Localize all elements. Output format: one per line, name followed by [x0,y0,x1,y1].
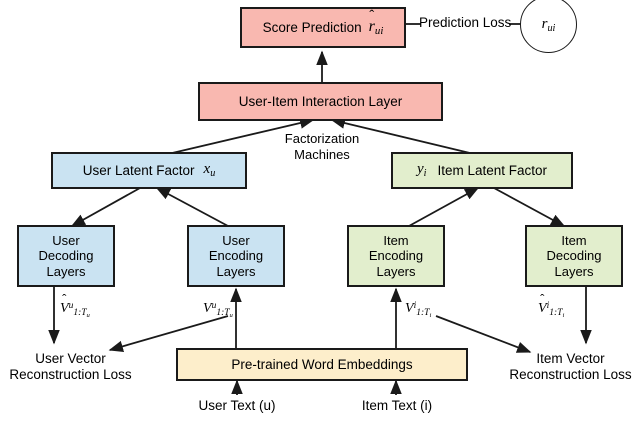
user-vector-loss-line1: User Vector [35,351,106,366]
item-vector-reconstruction-loss-label: Item Vector Reconstruction Loss [500,351,640,384]
node-word-embeddings[interactable]: Pre-trained Word Embeddings [176,348,468,381]
node-ground-truth-rating[interactable]: rui [520,0,577,53]
prediction-loss-label: Prediction Loss [419,15,512,30]
factorization-machines-line2: Machines [294,146,350,162]
node-user-decoding-layers[interactable]: User Decoding Layers [17,225,115,287]
node-user-encoding-layers[interactable]: User Encoding Layers [187,225,285,287]
edge-label-user-reconstructed-vectors: ̂Vu1:Tu [60,301,90,319]
edge-user-encoding-to-latent [155,187,229,227]
user-encoding-line3: Layers [216,263,256,279]
user-encoding-line1: User [222,233,250,248]
user-decoding-line1: User [52,233,80,248]
user-vector-reconstruction-loss-label: User Vector Reconstruction Loss [0,351,141,384]
node-score-prediction[interactable]: Score Prediction ̂rui [240,7,406,48]
score-prediction-symbol: ̂rui [368,17,384,37]
user-decoding-line2: Decoding [38,248,94,264]
user-decoding-line3: Layers [46,263,86,279]
interaction-layer-label: User-Item Interaction Layer [238,93,403,109]
item-decoding-line2: Decoding [546,248,602,264]
edge-item-encoding-to-latent [408,187,480,227]
edge-label-item-reconstructed-vectors: ̂Vi1:Ti [538,301,565,319]
node-interaction-layer[interactable]: User-Item Interaction Layer [198,82,443,121]
node-item-latent-factor[interactable]: yi Item Latent Factor [391,152,573,189]
node-user-latent-factor[interactable]: User Latent Factor xu [51,152,247,189]
user-encoding-line2: Encoding [208,248,264,264]
ground-truth-symbol: rui [541,15,556,34]
edge-item-vectors-to-loss [435,315,532,353]
score-prediction-label: Score Prediction [262,19,362,35]
item-encoding-line2: Encoding [368,248,424,264]
item-encoding-line1: Item [383,233,409,248]
item-latent-factor-symbol: yi [416,161,427,179]
item-vector-loss-line1: Item Vector [536,351,605,366]
word-embeddings-label: Pre-trained Word Embeddings [231,356,413,372]
user-vector-loss-line2: Reconstruction Loss [9,367,132,383]
factorization-machines-label: Factorization Machines [262,131,382,163]
edge-item-latent-to-decoding [493,187,566,227]
item-encoding-line3: Layers [376,263,416,279]
item-vector-loss-line2: Reconstruction Loss [509,367,632,383]
edge-label-item-input-vectors: Vi1:Ti [405,301,432,319]
item-decoding-line3: Layers [554,263,594,279]
item-text-input-label: Item Text (i) [361,398,433,413]
item-decoding-line1: Item [561,233,587,248]
user-latent-factor-label: User Latent Factor [82,162,195,178]
user-text-input-label: User Text (u) [198,398,276,413]
edge-user-latent-to-decoding [70,187,141,227]
node-item-decoding-layers[interactable]: Item Decoding Layers [525,225,623,287]
node-item-encoding-layers[interactable]: Item Encoding Layers [347,225,445,287]
edge-label-user-input-vectors: Vu1:Tu [203,301,233,319]
item-latent-factor-label: Item Latent Factor [437,162,548,178]
factorization-machines-line1: Factorization [284,131,360,146]
edge-user-vectors-to-loss [108,315,229,352]
user-latent-factor-symbol: xu [203,161,216,179]
